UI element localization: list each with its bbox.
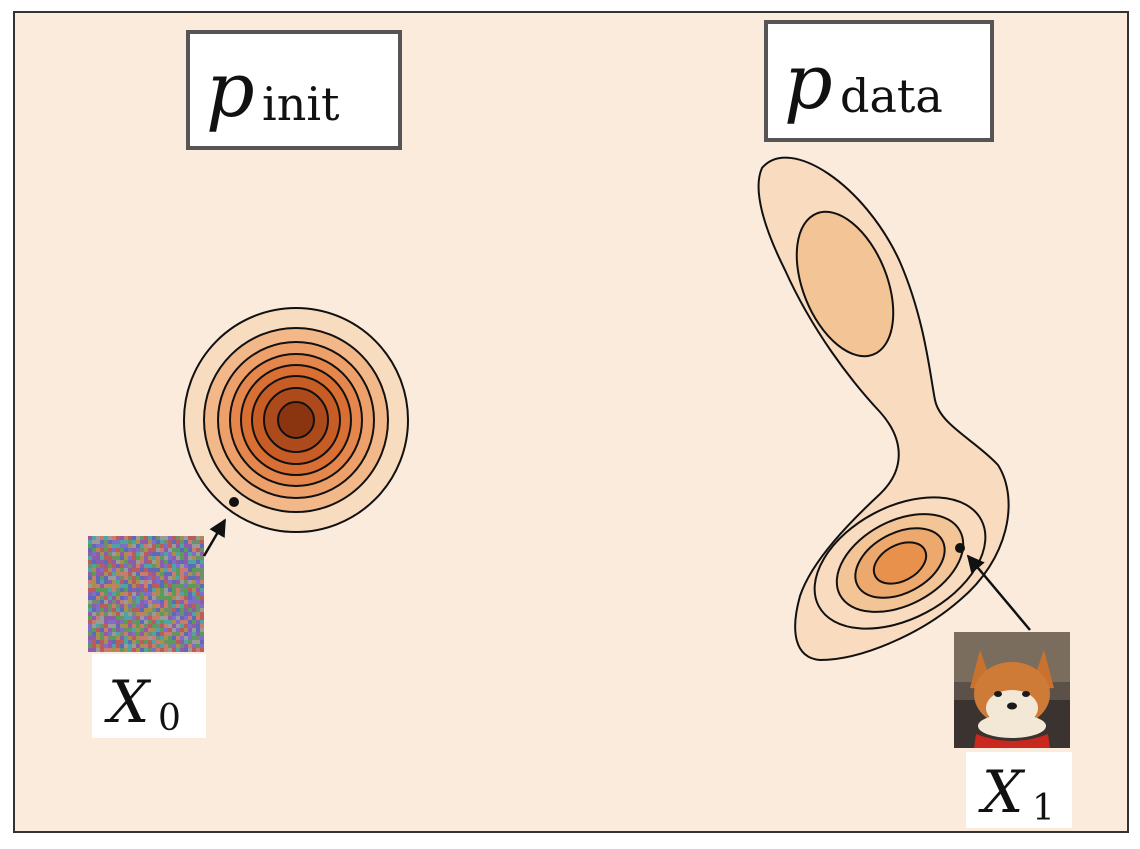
p-data-lower-mode-contours (813, 496, 987, 630)
x1-label-box (966, 752, 1072, 828)
p-data-symbol: p (784, 37, 833, 126)
x0-sample: X 0 (88, 497, 239, 739)
x1-point (955, 543, 965, 553)
p-data-label-box (764, 20, 994, 142)
x0-subscript: 0 (158, 698, 181, 739)
p-data-label: p data (764, 20, 994, 142)
p-data-subscript: data (840, 69, 943, 123)
p-init-label: p init (186, 30, 402, 150)
p-init-subscript: init (262, 77, 340, 131)
noise-image-icon (88, 536, 204, 652)
p-init-label-box (186, 30, 402, 150)
shiba-dog-photo-icon (954, 632, 1070, 748)
x0-label-box (92, 654, 206, 738)
x0-arrow (202, 518, 227, 557)
x0-point (229, 497, 239, 507)
x1-subscript: 1 (1032, 788, 1055, 829)
x1-symbol: X (978, 758, 1026, 826)
p-init-contour-level-8 (277, 401, 315, 439)
x0-symbol: X (104, 668, 152, 736)
p-data-upper-mode-contour (795, 210, 895, 358)
x1-arrow (966, 554, 1031, 631)
p-init-contours (183, 307, 409, 533)
p-data-lower-contour-level-4 (872, 541, 928, 585)
p-init-symbol: p (206, 45, 255, 134)
x1-sample: X 1 (954, 543, 1072, 829)
p-data-distribution (757, 156, 1010, 662)
